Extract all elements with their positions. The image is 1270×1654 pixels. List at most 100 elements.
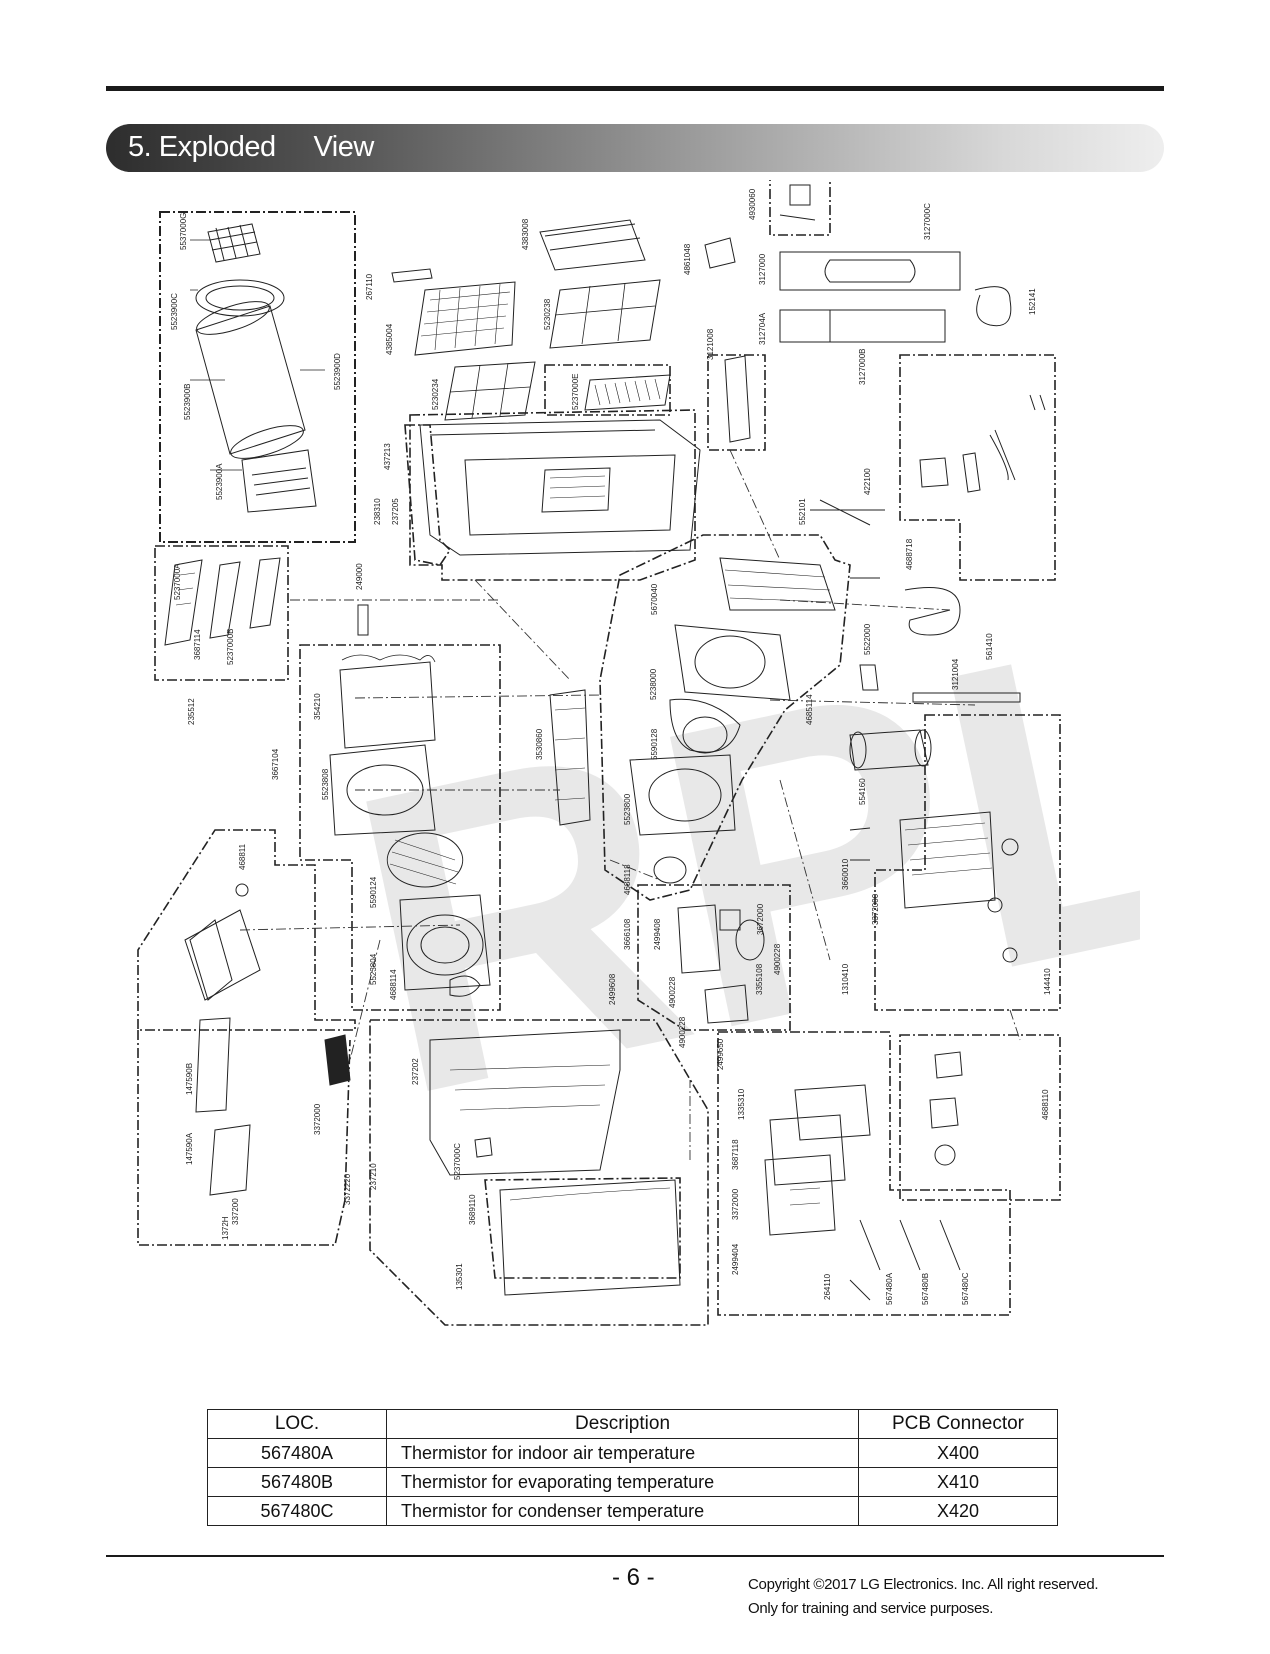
callout: 3666108	[623, 918, 632, 950]
front-cabinet-group	[369, 1019, 709, 1326]
callout: 237202	[411, 1058, 420, 1085]
callout: 4688718	[905, 538, 914, 570]
callout: 567480B	[921, 1273, 930, 1305]
side-panel-kit-group	[154, 545, 369, 681]
callout: 561410	[985, 633, 994, 660]
callout: 3127000B	[858, 349, 867, 385]
table-header-row: LOC. Description PCB Connector	[207, 1409, 1058, 1439]
callout: 5237000E	[571, 374, 580, 410]
callout: 4385004	[385, 323, 394, 355]
callout: 5523900B	[183, 384, 192, 420]
callout: 552101	[798, 498, 807, 525]
callout-labels: 5537000G 5523900C 5523900B 5523900A 5523…	[170, 188, 1052, 1305]
cell-pcb-connector: X400	[858, 1438, 1058, 1468]
evaporator-assembly-group	[549, 534, 851, 901]
cell-loc: 567480A	[207, 1438, 387, 1468]
callout: 5523800	[623, 793, 632, 825]
callout: 5523900A	[215, 463, 224, 500]
callout: 5590124	[369, 876, 378, 908]
table-row: 567480C Thermistor for condenser tempera…	[207, 1496, 1058, 1526]
callout: 267110	[365, 273, 374, 300]
callout: 147590B	[185, 1063, 194, 1095]
section-title: 5. Exploded View	[128, 131, 374, 163]
callout: 3667104	[271, 748, 280, 780]
callout: 422100	[863, 468, 872, 495]
callout: 5522000	[863, 623, 872, 655]
column-header-description: Description	[386, 1409, 859, 1439]
callout: 3672000	[756, 903, 765, 935]
callout: 4685114	[805, 694, 814, 725]
pcb-control-group	[717, 1031, 1061, 1316]
callout: 4688118	[623, 864, 632, 895]
callout: 2499404	[731, 1243, 740, 1275]
electrical-kit-group	[810, 354, 1061, 1011]
callout: 3530860	[535, 728, 544, 760]
column-header-loc: LOC.	[207, 1409, 387, 1439]
callout: 237205	[391, 498, 400, 525]
callout: 3372000	[871, 893, 880, 925]
window-kit-group	[704, 180, 1012, 451]
callout: 3121008	[706, 328, 715, 360]
cell-description: Thermistor for indoor air temperature	[386, 1438, 859, 1468]
cell-pcb-connector: X410	[858, 1467, 1058, 1497]
table-row: 567480B Thermistor for evaporating tempe…	[207, 1467, 1058, 1497]
filters-group	[391, 219, 671, 421]
callout: 5230238	[543, 298, 552, 330]
callout: 144410	[1043, 968, 1052, 995]
callout: 5670040	[650, 583, 659, 615]
thermistor-table: LOC. Description PCB Connector 567480A T…	[207, 1409, 1058, 1526]
callout: 5523808	[321, 768, 330, 800]
callout: 5523900C	[170, 293, 179, 330]
callout: 567480C	[961, 1272, 970, 1305]
callout: 147590A	[185, 1132, 194, 1165]
copyright-line: Only for training and service purposes.	[748, 1600, 994, 1617]
callout: 5237000A	[173, 563, 182, 600]
callout: 2499408	[653, 918, 662, 950]
callout: 2499650	[716, 1038, 725, 1070]
table-row: 567480A Thermistor for indoor air temper…	[207, 1438, 1058, 1468]
callout: 4688114	[389, 969, 398, 1000]
callout: 3127000	[758, 253, 767, 285]
copyright-line: Copyright ©2017 LG Electronics. Inc. All…	[748, 1576, 1099, 1593]
cell-loc: 567480C	[207, 1496, 387, 1526]
page-number: - 6 -	[612, 1564, 655, 1591]
callout: 5523900D	[333, 353, 342, 390]
callout: 5238000	[649, 668, 658, 700]
top-rule	[106, 86, 1164, 91]
callout: 5230234	[431, 378, 440, 410]
callout: 264110	[823, 1273, 832, 1300]
callout: 437213	[383, 443, 392, 470]
callout: 3660010	[841, 858, 850, 890]
callout: 4930060	[748, 188, 757, 220]
callout: 4688110	[1041, 1089, 1050, 1120]
callout: 554160	[858, 778, 867, 805]
callout: 567480A	[885, 1272, 894, 1305]
callout: 5590128	[650, 728, 659, 760]
callout: 3687118	[731, 1139, 740, 1170]
callout: 249000	[355, 563, 364, 590]
callout: 4383008	[521, 218, 530, 250]
bottom-rule	[106, 1555, 1164, 1557]
leader-lines	[239, 449, 1021, 1160]
callout: 3372000	[731, 1188, 740, 1220]
motor-valve-group	[637, 884, 791, 1031]
callout: 1335310	[737, 1088, 746, 1120]
blower-assembly-group	[299, 644, 501, 1011]
callout: 312704A	[758, 312, 767, 345]
callout: 4861048	[683, 243, 692, 275]
cell-loc: 567480B	[207, 1467, 387, 1497]
exhaust-hose-kit-group	[159, 211, 356, 543]
column-header-pcb-connector: PCB Connector	[858, 1409, 1058, 1439]
callout: 3372220	[343, 1173, 352, 1205]
cell-pcb-connector: X420	[858, 1496, 1058, 1526]
callout: 3372000	[313, 1103, 322, 1135]
callout: 5237000B	[226, 629, 235, 665]
callout: 3689110	[468, 1194, 477, 1225]
callout: 152141	[1028, 288, 1037, 315]
callout: 3121004	[951, 658, 960, 690]
callout: 235512	[187, 698, 196, 725]
section-header-bar	[106, 124, 1164, 172]
callout: 1372H	[221, 1216, 230, 1240]
callout: 5537000G	[179, 213, 188, 250]
top-cabinet-group	[404, 409, 701, 581]
